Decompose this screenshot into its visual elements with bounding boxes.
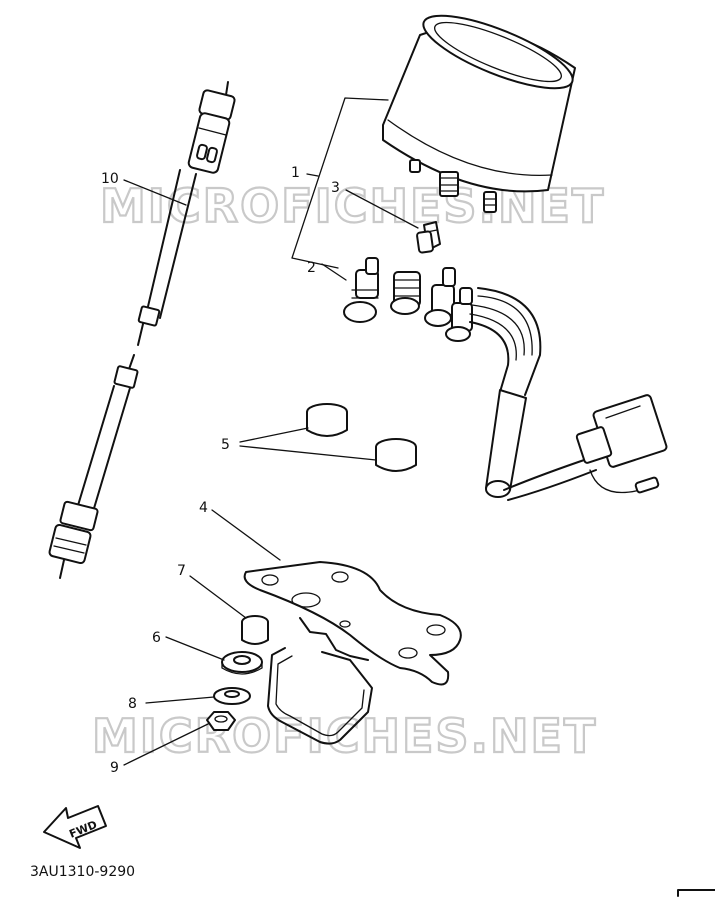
callout-labels: 1 2 3 4 5 6 7 8 9 10: [101, 165, 340, 776]
callout-7: 7: [177, 563, 186, 579]
drawing-code: 3AU1310-9290: [30, 864, 135, 880]
damper-part-5: [306, 403, 417, 472]
nut-part-9: [206, 711, 236, 731]
callout-4: 4: [199, 500, 208, 516]
fwd-arrow-icon: FWD: [43, 805, 107, 849]
leader-lines: [123, 97, 419, 766]
speedometer-cable-part-10: [48, 81, 236, 579]
wire-harness: [469, 287, 668, 501]
bulb-part-3: [416, 221, 441, 254]
callout-2: 2: [307, 260, 316, 276]
corner-mark: [677, 889, 715, 897]
bulb-sockets-part-2: [343, 257, 473, 342]
callout-3: 3: [331, 180, 340, 196]
washer-part-8: [213, 687, 251, 705]
bracket-part-4: [243, 561, 462, 745]
callout-6: 6: [152, 630, 161, 646]
callout-8: 8: [128, 696, 137, 712]
callout-5: 5: [221, 437, 230, 453]
collar-part-7: [241, 615, 269, 645]
callout-1: 1: [291, 165, 300, 181]
meter-assembly: [382, 14, 576, 213]
callout-10: 10: [101, 171, 119, 187]
callout-9: 9: [110, 760, 119, 776]
grommet-part-6: [221, 651, 263, 675]
